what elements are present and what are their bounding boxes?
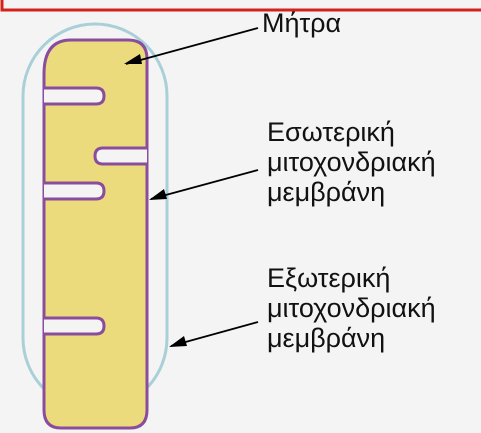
label-inner-membrane: Εσωτερική μιτοχονδριακή μεμβράνη (267, 117, 436, 207)
arrowhead-inner-membrane (149, 189, 167, 200)
label-outer-line1: Εξωτερική (267, 263, 391, 293)
label-matrix-text: Μήτρα (262, 8, 342, 38)
arrow-line-inner-membrane (150, 169, 259, 200)
label-inner-line3: μεμβράνη (267, 177, 386, 207)
arrowhead-outer-membrane (169, 336, 187, 347)
crista-4 (44, 316, 106, 336)
pointer-arrows (124, 27, 259, 347)
label-inner-line1: Εσωτερική (267, 117, 395, 147)
crista-3 (44, 181, 106, 201)
crista-1 (44, 86, 106, 106)
label-outer-line2: μιτοχονδριακή (267, 293, 436, 323)
top-frame-border (0, 0, 481, 12)
cristae-folds (44, 86, 147, 336)
label-matrix: Μήτρα (262, 8, 341, 38)
label-inner-line2: μιτοχονδριακή (267, 147, 436, 177)
arrow-line-matrix (125, 27, 259, 65)
label-outer-membrane: Εξωτερική μιτοχονδριακή μεμβράνη (267, 263, 436, 353)
crista-2 (93, 146, 147, 166)
label-outer-line3: μεμβράνη (267, 323, 386, 353)
arrowhead-matrix (124, 54, 142, 64)
